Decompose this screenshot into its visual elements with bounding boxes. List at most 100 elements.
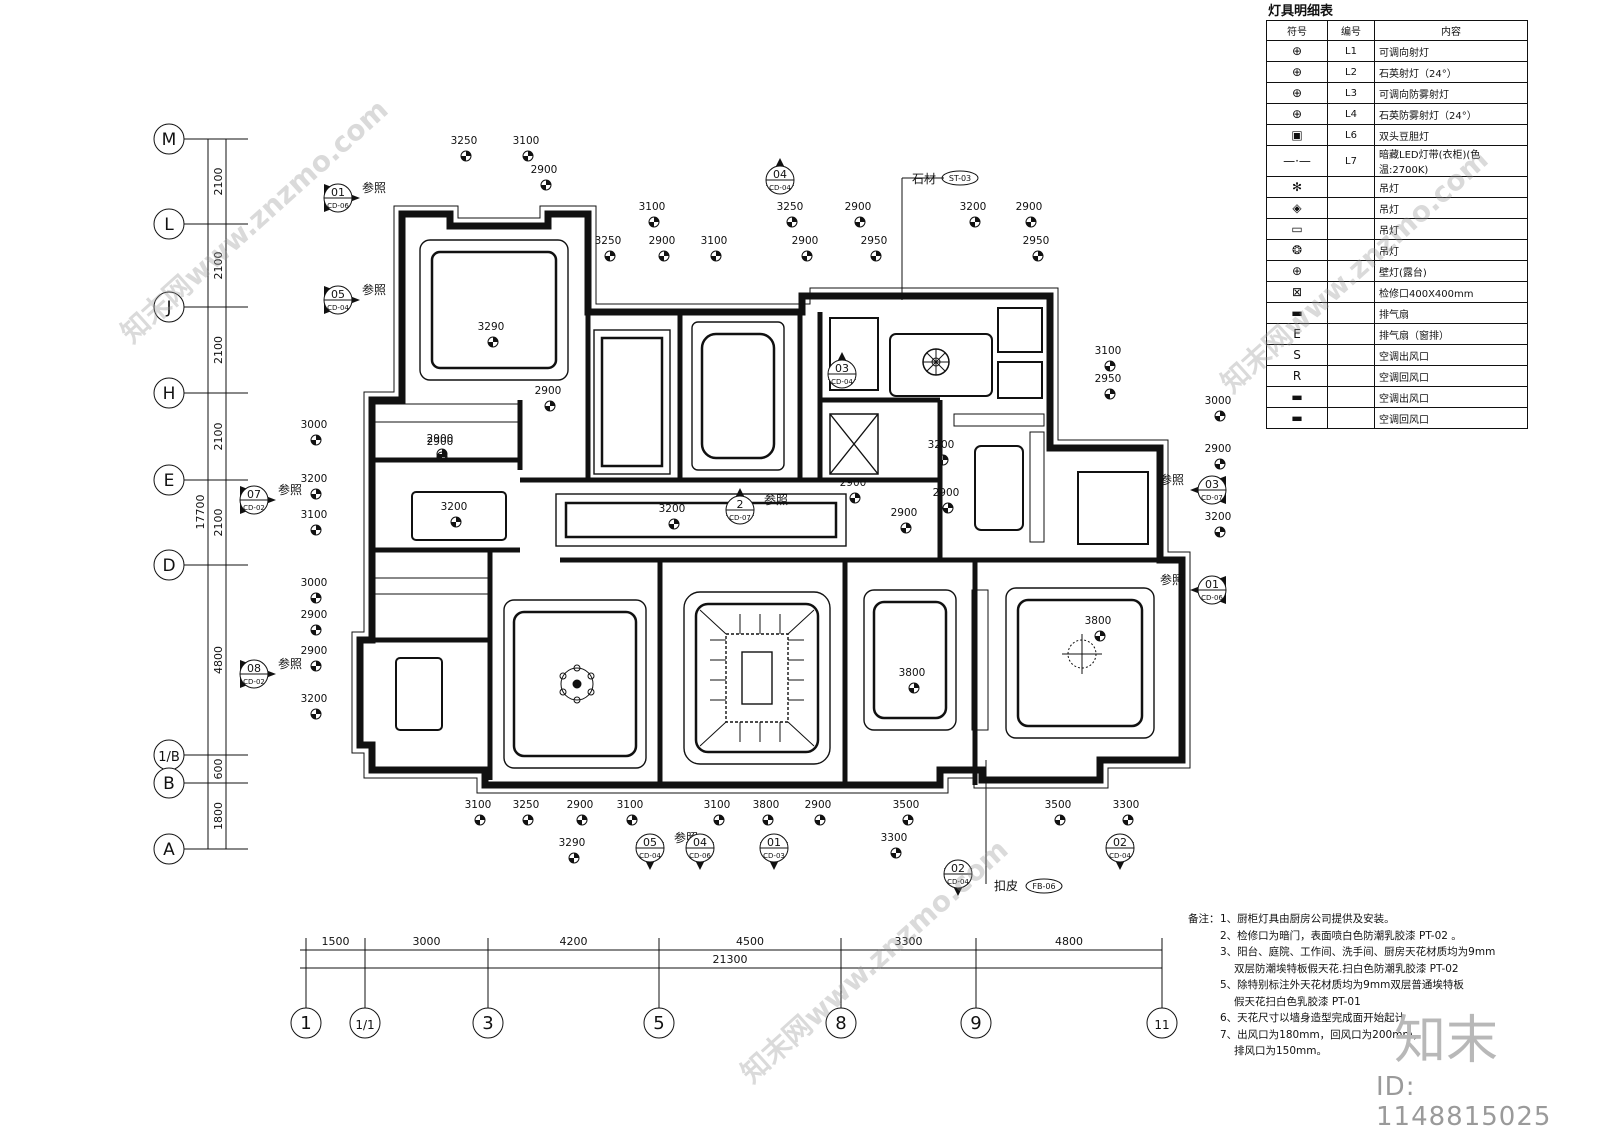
ceiling-height-callout: 3100: [639, 201, 665, 228]
ceiling-height-callout: 3800: [753, 799, 780, 826]
pendant-light-icon: ✻: [1266, 176, 1328, 198]
ceiling-height-value: 3000: [1205, 395, 1232, 407]
legend-row: ⊕壁灯(露台): [1266, 260, 1528, 282]
ceiling-height-callout: 2900: [567, 799, 593, 826]
trim-material-tag: 扣皮 FB-06: [985, 760, 1063, 894]
ceiling-height-value: 2900: [427, 436, 454, 448]
legend-code: L4: [1327, 103, 1375, 125]
column-dimension: 4800: [1055, 935, 1083, 948]
reference-sheet: CD-04: [831, 378, 853, 386]
reference-number: 2: [737, 498, 744, 511]
column-grid-axis: [300, 938, 1163, 990]
ceiling-height-value: 3250: [777, 201, 804, 213]
row-grid-bubble: L: [153, 208, 185, 240]
legend-code: [1327, 344, 1375, 366]
svg-text:FB-06: FB-06: [1032, 882, 1055, 891]
ceiling-height-value: 2900: [891, 507, 918, 519]
ceiling-height-value: 3100: [1095, 345, 1122, 357]
ceiling-height-value: 3250: [513, 799, 540, 811]
ac-return-vent-icon: R: [1266, 365, 1328, 387]
row-grid-label: 1/B: [158, 750, 180, 765]
legend-content: 空调回风口: [1374, 407, 1528, 429]
ceiling-height-callout: 3800: [1085, 615, 1111, 642]
column-grid-bubble: 1: [290, 990, 322, 1039]
ceiling-height-value: 2900: [535, 385, 562, 397]
reference-number: 04: [773, 168, 787, 181]
reference-sheet: CD-07: [1201, 494, 1223, 502]
row-grid-bubble: H: [153, 377, 185, 409]
legend-content: 排气扇: [1374, 302, 1528, 324]
ceiling-height-callout: 3200: [301, 693, 327, 720]
legend-code: L6: [1327, 124, 1375, 146]
column-grid-label: 9: [970, 1013, 981, 1034]
ceiling-height-value: 2900: [792, 235, 819, 247]
ceiling-height-value: 3800: [753, 799, 780, 811]
ceiling-height-value: 3290: [559, 837, 586, 849]
ceiling-height-callout: 2900: [427, 436, 454, 463]
ceiling-height-callout: 3200: [301, 473, 328, 500]
legend-header-content: 内容: [1374, 20, 1528, 41]
legend-content: 检修口400X400mm: [1374, 281, 1528, 303]
reference-number: 07: [247, 488, 261, 501]
legend-header-code: 编号: [1327, 20, 1375, 41]
legend-code: L1: [1327, 40, 1375, 62]
reference-sheet: CD-04: [639, 852, 661, 860]
svg-text:石材: 石材: [912, 172, 936, 186]
reference-label: 参照: [1160, 572, 1184, 587]
notes-heading: 备注：: [1188, 913, 1220, 925]
column-grid-label: 1: [300, 1013, 311, 1034]
ceiling-height-value: 2950: [1023, 235, 1050, 247]
column-grid-label: 5: [653, 1013, 664, 1034]
ceiling-height-callout: 2900: [805, 799, 831, 826]
ceiling-height-callout: 3200: [1205, 511, 1231, 538]
ceiling-height-value: 3290: [478, 321, 505, 333]
column-dimension: 3300: [895, 935, 923, 948]
legend-row: ⊠检修口400X400mm: [1266, 281, 1528, 303]
pendant-light-icon: ▭: [1266, 218, 1328, 240]
row-grid-bubble: M: [153, 123, 185, 155]
legend-content: 排气扇（窗排）: [1374, 323, 1528, 345]
ceiling-height-callout: 3290: [559, 837, 586, 864]
reference-sheet: CD-04: [327, 304, 349, 312]
ceiling-height-callout: 3200: [441, 501, 467, 528]
note-item: 双层防潮埃特板假天花.扫白色防潮乳胶漆 PT-02: [1234, 962, 1459, 975]
adjustable-spotlight-icon: ⊕: [1266, 40, 1328, 62]
ceiling-height-value: 3000: [301, 577, 328, 589]
reference-number: 08: [247, 662, 261, 675]
ceiling-height-callout: 2900: [891, 507, 918, 534]
pendant-light-icon: [559, 664, 595, 704]
ceiling-height-value: 2900: [845, 201, 872, 213]
reference-number: 03: [835, 362, 849, 375]
note-item: 7、出风口为180mm，回风口为200mm，: [1220, 1028, 1424, 1041]
ceiling-height-callout: 2900: [840, 477, 866, 504]
column-grid-bubble: 3: [472, 990, 504, 1039]
stone-material-tag: 石材 ST-03: [901, 170, 979, 300]
reference-number: 02: [951, 862, 965, 875]
reference-number: 02: [1113, 836, 1127, 849]
legend-row: ▬空调出风口: [1266, 386, 1528, 408]
row-dimension: 2100: [212, 423, 225, 451]
ceiling-height-callout: 3200: [928, 439, 954, 466]
hidden-led-strip-icon: —·—: [1266, 145, 1328, 177]
row-dimension: 600: [212, 759, 225, 780]
row-dimension: 4800: [212, 646, 225, 674]
row-grid-bubble: J: [153, 291, 185, 323]
row-grid-label: D: [162, 556, 175, 576]
ceiling-height-value: 3200: [301, 473, 328, 485]
reference-number: 04: [693, 836, 707, 849]
column-grid-label: 8: [835, 1013, 846, 1034]
ceiling-height-callout: 2950: [1095, 373, 1121, 400]
legend-row: ✻吊灯: [1266, 176, 1528, 198]
reference-sheet: CD-07: [729, 514, 751, 522]
ceiling-height-value: 2900: [933, 487, 960, 499]
legend-content: 空调出风口: [1374, 386, 1528, 408]
